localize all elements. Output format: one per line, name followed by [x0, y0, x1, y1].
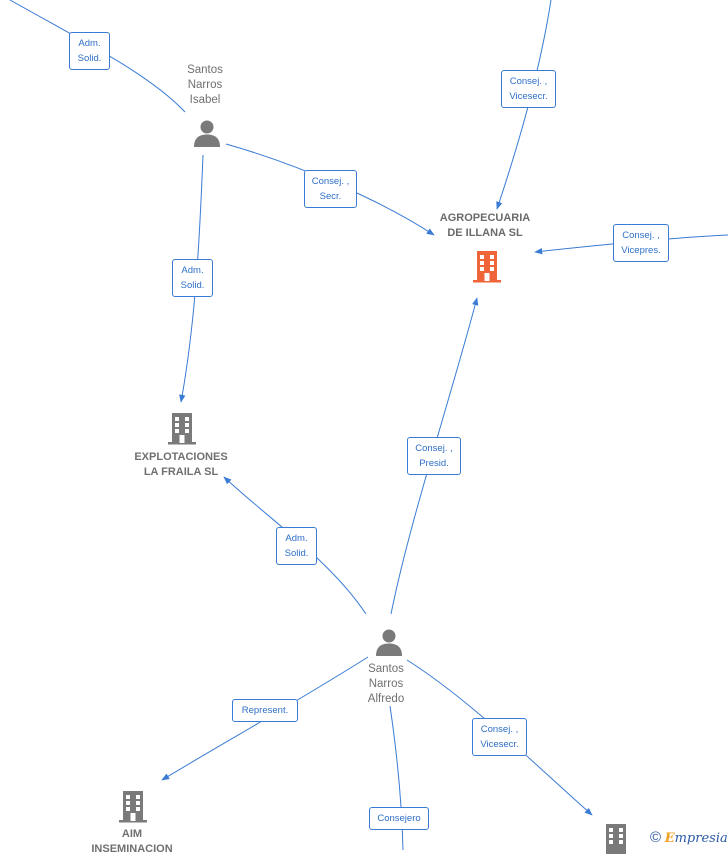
edge-label-line: Consejero [377, 813, 421, 824]
edge-label-line: Presid. [419, 458, 449, 469]
node-label-line: Alfredo [367, 693, 405, 705]
node-label-line: Narros [187, 79, 223, 91]
edge-label-line: Adm. [285, 533, 308, 544]
brand-name: mpresia [674, 831, 728, 846]
edge-label-adm-solid-top[interactable]: Adm. Solid. [69, 32, 110, 70]
edge-label-line: Consej. , [415, 443, 453, 454]
edge-label-line: Solid. [77, 53, 102, 64]
edge-label-line: Solid. [180, 280, 205, 291]
edge-alfredo-to-bottom [389, 705, 404, 850]
building-icon-agropecuaria[interactable] [471, 249, 503, 283]
node-label-line: Isabel [189, 94, 221, 106]
node-label-line: AGROPECUARIA [439, 212, 531, 224]
edge-label-line: Vicepres. [621, 245, 661, 256]
edge-label-line: Consej. , [622, 230, 660, 241]
edge-label-consej-presid[interactable]: Consej. , Presid. [407, 437, 461, 475]
edge-label-consej-secr[interactable]: Consej. , Secr. [304, 170, 357, 208]
building-icon-bottom-right[interactable] [600, 822, 632, 856]
node-label-line: Narros [368, 678, 404, 690]
brand-initial: E [664, 831, 675, 846]
node-label-line: EXPLOTACIONES [134, 451, 228, 463]
edge-label-line: Vicesecr. [480, 739, 519, 750]
edge-label-consej-vicesecr-bottom[interactable]: Consej. , Vicesecr. [472, 718, 527, 756]
edge-label-line: Consej. , [480, 724, 519, 735]
edge-label-adm-solid-alfredo[interactable]: Adm. Solid. [276, 527, 317, 565]
empresia-watermark: © Empresia [650, 829, 728, 846]
node-label-line: LA FRAILA SL [143, 466, 219, 478]
node-label-line: Santos [187, 64, 223, 76]
edge-top-left [9, 0, 186, 113]
node-label-line: Santos [368, 663, 404, 675]
node-label-line: DE ILLANA SL [447, 227, 523, 239]
edge-label-consejero[interactable]: Consejero [369, 807, 429, 830]
person-icon-alfredo[interactable] [374, 627, 404, 657]
edge-label-represent[interactable]: Represent. [232, 699, 298, 722]
edge-label-line: Secr. [319, 191, 342, 202]
edge-label-line: Adm. [78, 38, 101, 49]
person-icon-isabel[interactable] [192, 118, 222, 148]
edge-label-line: Vicesecr. [509, 91, 548, 102]
copyright-symbol: © [650, 829, 662, 846]
edge-label-line: Represent. [241, 705, 289, 716]
node-label-line: AIM [121, 828, 143, 840]
node-label-agropecuaria[interactable]: AGROPECUARIA DE ILLANA SL [420, 211, 550, 241]
edge-label-line: Consej. , [509, 76, 548, 87]
edge-label-line: Consej. , [311, 176, 350, 187]
edge-label-consej-vicepres[interactable]: Consej. , Vicepres. [613, 224, 669, 262]
edge-label-adm-solid-isabel[interactable]: Adm. Solid. [172, 259, 213, 297]
edge-label-consej-vicesecr-top[interactable]: Consej. , Vicesecr. [501, 70, 556, 108]
building-icon-aim[interactable] [117, 789, 149, 823]
node-label-aim[interactable]: AIM INSEMINACION [72, 827, 192, 857]
building-icon-explotaciones[interactable] [166, 411, 198, 445]
node-label-explotaciones[interactable]: EXPLOTACIONES LA FRAILA SL [116, 450, 246, 480]
node-label-isabel[interactable]: Santos Narros Isabel [170, 63, 240, 108]
edge-label-line: Adm. [181, 265, 204, 276]
node-label-alfredo[interactable]: Santos Narros Alfredo [351, 662, 421, 707]
edge-label-line: Solid. [284, 548, 309, 559]
